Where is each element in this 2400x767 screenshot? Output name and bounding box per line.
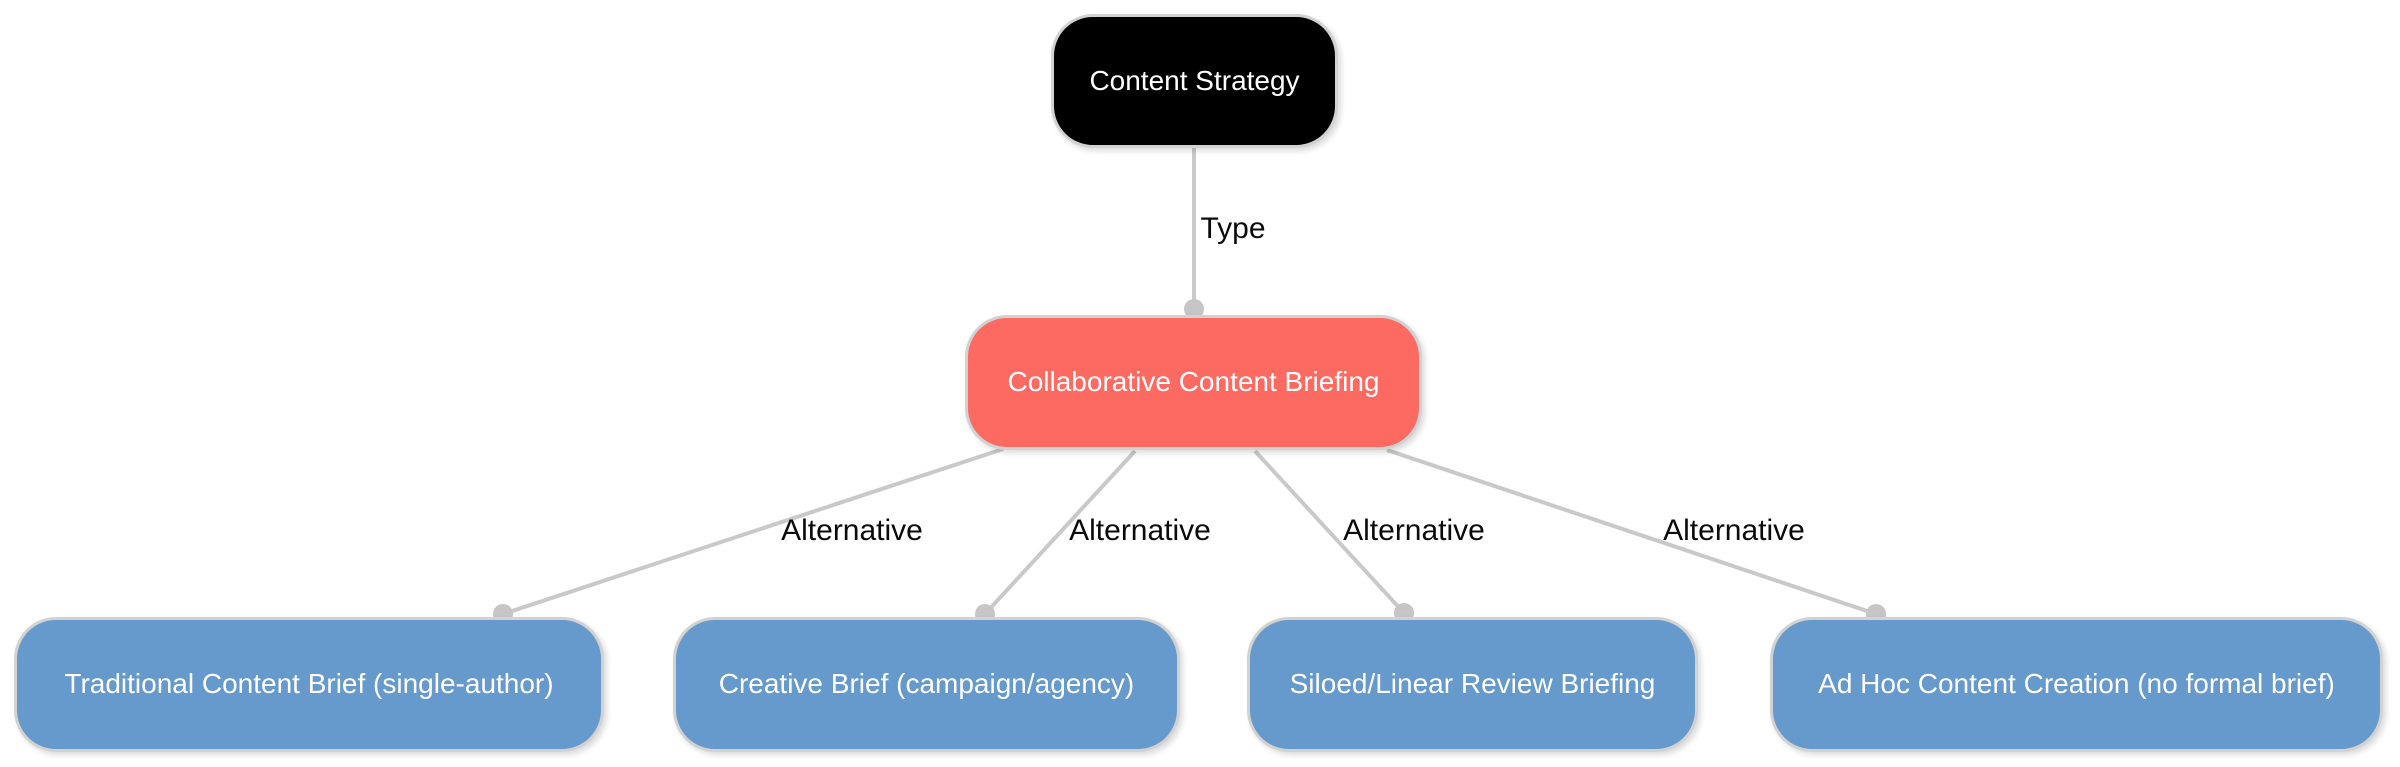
edge-alternative-1-line	[502, 447, 1004, 616]
node-siloed-linear-review-briefing[interactable]: Siloed/Linear Review Briefing	[1247, 617, 1698, 752]
node-creative-brief[interactable]: Creative Brief (campaign/agency)	[673, 617, 1180, 752]
edge-alternative-2-line	[983, 449, 1137, 616]
edge-label-alternative-4: Alternative	[1663, 514, 1805, 547]
node-content-strategy[interactable]: Content Strategy	[1051, 14, 1338, 148]
node-traditional-content-brief[interactable]: Traditional Content Brief (single-author…	[14, 617, 604, 752]
edge-label-alternative-2: Alternative	[1069, 514, 1211, 547]
edge-label-type: Type	[1200, 212, 1266, 245]
edge-label-alternative-1: Alternative	[781, 514, 923, 547]
edge-alternative-3-line	[1253, 449, 1406, 615]
edge-label-alternative-3: Alternative	[1343, 514, 1485, 547]
node-collaborative-content-briefing[interactable]: Collaborative Content Briefing	[965, 315, 1422, 450]
node-ad-hoc-content-creation[interactable]: Ad Hoc Content Creation (no formal brief…	[1770, 617, 2383, 752]
edge-type-endpoint-dot	[1184, 299, 1204, 319]
edge-alternative-4-line	[1386, 448, 1877, 616]
